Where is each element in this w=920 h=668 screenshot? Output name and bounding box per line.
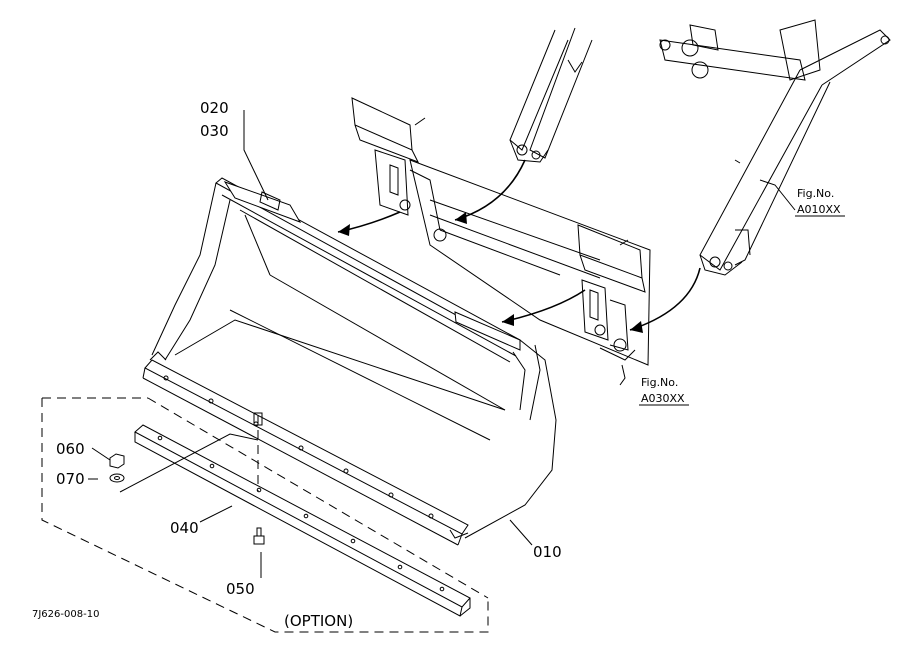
drawing-code: 7J626-008-10	[32, 609, 99, 620]
part-label-010: 010	[533, 543, 562, 561]
leader-lines	[88, 110, 796, 578]
fig-ref-code-1: A010XX	[797, 203, 841, 216]
part-label-070: 070	[56, 470, 85, 488]
part-label-030: 030	[200, 122, 229, 140]
quick-attach-brackets	[351, 97, 651, 366]
part-label-050: 050	[226, 580, 255, 598]
option-label: (OPTION)	[284, 612, 353, 630]
part-label-040: 040	[170, 519, 199, 537]
part-label-020: 020	[200, 99, 229, 117]
bucket	[142, 177, 557, 546]
option-kit	[41, 397, 489, 633]
loader-arm-frame	[509, 19, 891, 276]
part-label-060: 060	[56, 440, 85, 458]
assembly-arrows	[337, 159, 701, 333]
fig-ref-label-1: Fig.No.	[797, 187, 834, 200]
fig-ref-label-2: Fig.No.	[641, 376, 678, 389]
fig-ref-code-2: A030XX	[641, 392, 685, 405]
